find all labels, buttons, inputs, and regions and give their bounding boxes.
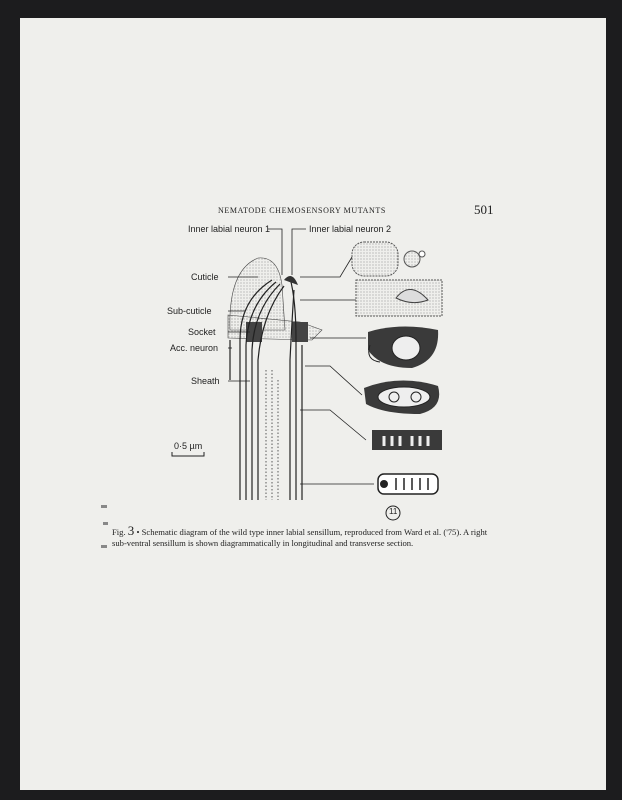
panel-number: 11 <box>389 507 398 516</box>
running-title: NEMATODE CHEMOSENSORY MUTANTS <box>218 206 386 215</box>
caption-fig-label: Fig. <box>112 527 126 537</box>
cuticle-shape <box>229 257 286 331</box>
page-number: 501 <box>474 202 494 217</box>
label-socket: Socket <box>188 327 216 337</box>
scale-bar <box>171 452 205 457</box>
scanned-page <box>20 18 606 790</box>
figure-caption: Fig. 3 • Schematic diagram of the wild t… <box>112 523 497 549</box>
section-5 <box>372 430 442 450</box>
scan-artifacts <box>101 505 108 548</box>
label-sub-cuticle: Sub-cuticle <box>167 306 212 316</box>
section-6 <box>377 473 439 495</box>
label-inner-labial-neuron-2: Inner labial neuron 2 <box>309 224 392 234</box>
caption-fig-number: 3 <box>127 523 135 538</box>
caption-text: • Schematic diagram of the wild type inn… <box>112 527 488 548</box>
label-acc-neuron: Acc. neuron <box>170 343 219 353</box>
label-scale: 0·5 µm <box>174 441 203 451</box>
dendrite-lines <box>229 277 303 500</box>
label-inner-labial-neuron-1: Inner labial neuron 1 <box>188 224 271 234</box>
label-cuticle: Cuticle <box>191 272 219 282</box>
section-1 <box>351 241 399 277</box>
leader-lines <box>228 228 374 485</box>
panel-number-circle <box>385 505 401 521</box>
label-sheath: Sheath <box>191 376 220 386</box>
